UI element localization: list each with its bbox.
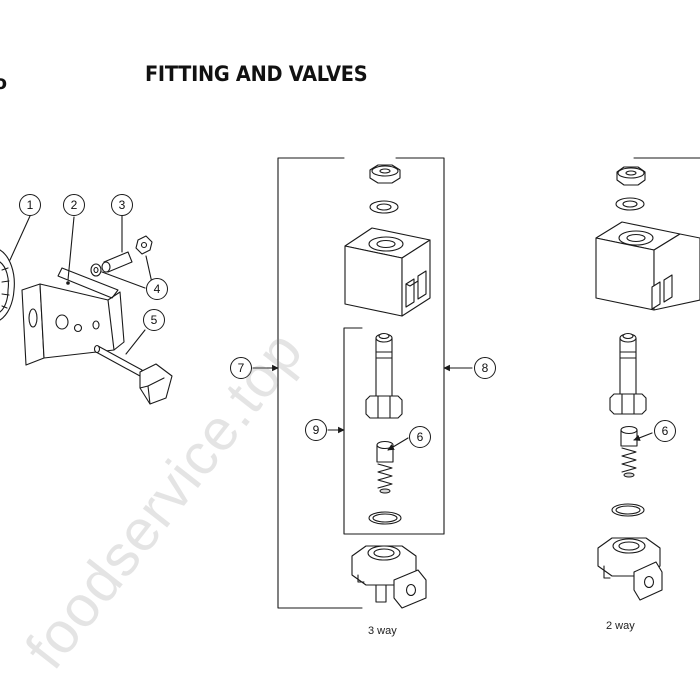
caption-3-way: 3 way bbox=[368, 625, 397, 637]
svg-text:5: 5 bbox=[151, 313, 158, 327]
thermostat-dial-partial bbox=[0, 249, 15, 321]
svg-text:3: 3 bbox=[119, 198, 126, 212]
callout-8: 8 bbox=[474, 357, 496, 379]
callout-7: 7 bbox=[230, 357, 252, 379]
logo-fragment: o bbox=[0, 72, 8, 94]
svg-text:1: 1 bbox=[27, 198, 34, 212]
caption-2-way: 2 way bbox=[606, 620, 635, 632]
mounting-bracket bbox=[21, 267, 125, 366]
adjustment-knob-shaft bbox=[93, 344, 173, 405]
valve-2way-assembly bbox=[595, 166, 700, 601]
callout-5: 5 bbox=[143, 309, 165, 331]
bracket-8 bbox=[395, 157, 445, 535]
callout-6-3way: 6 bbox=[409, 426, 431, 448]
svg-text:9: 9 bbox=[313, 423, 320, 437]
callout-1: 1 bbox=[19, 194, 41, 216]
callout-2: 2 bbox=[63, 194, 85, 216]
callout-3: 3 bbox=[111, 194, 133, 216]
svg-text:6: 6 bbox=[417, 430, 424, 444]
callout-4: 4 bbox=[146, 278, 168, 300]
callout-6-2way: 6 bbox=[654, 420, 676, 442]
svg-text:8: 8 bbox=[482, 361, 489, 375]
page-title: FITTING AND VALVES bbox=[145, 62, 368, 86]
svg-text:7: 7 bbox=[238, 361, 245, 375]
svg-text:2: 2 bbox=[71, 198, 78, 212]
bracket-7 bbox=[277, 157, 363, 609]
svg-text:4: 4 bbox=[154, 282, 161, 296]
svg-text:6: 6 bbox=[662, 424, 669, 438]
callout-9: 9 bbox=[305, 419, 327, 441]
valve-3way-assembly bbox=[344, 164, 431, 609]
bracket-screw-spacer bbox=[90, 235, 153, 277]
